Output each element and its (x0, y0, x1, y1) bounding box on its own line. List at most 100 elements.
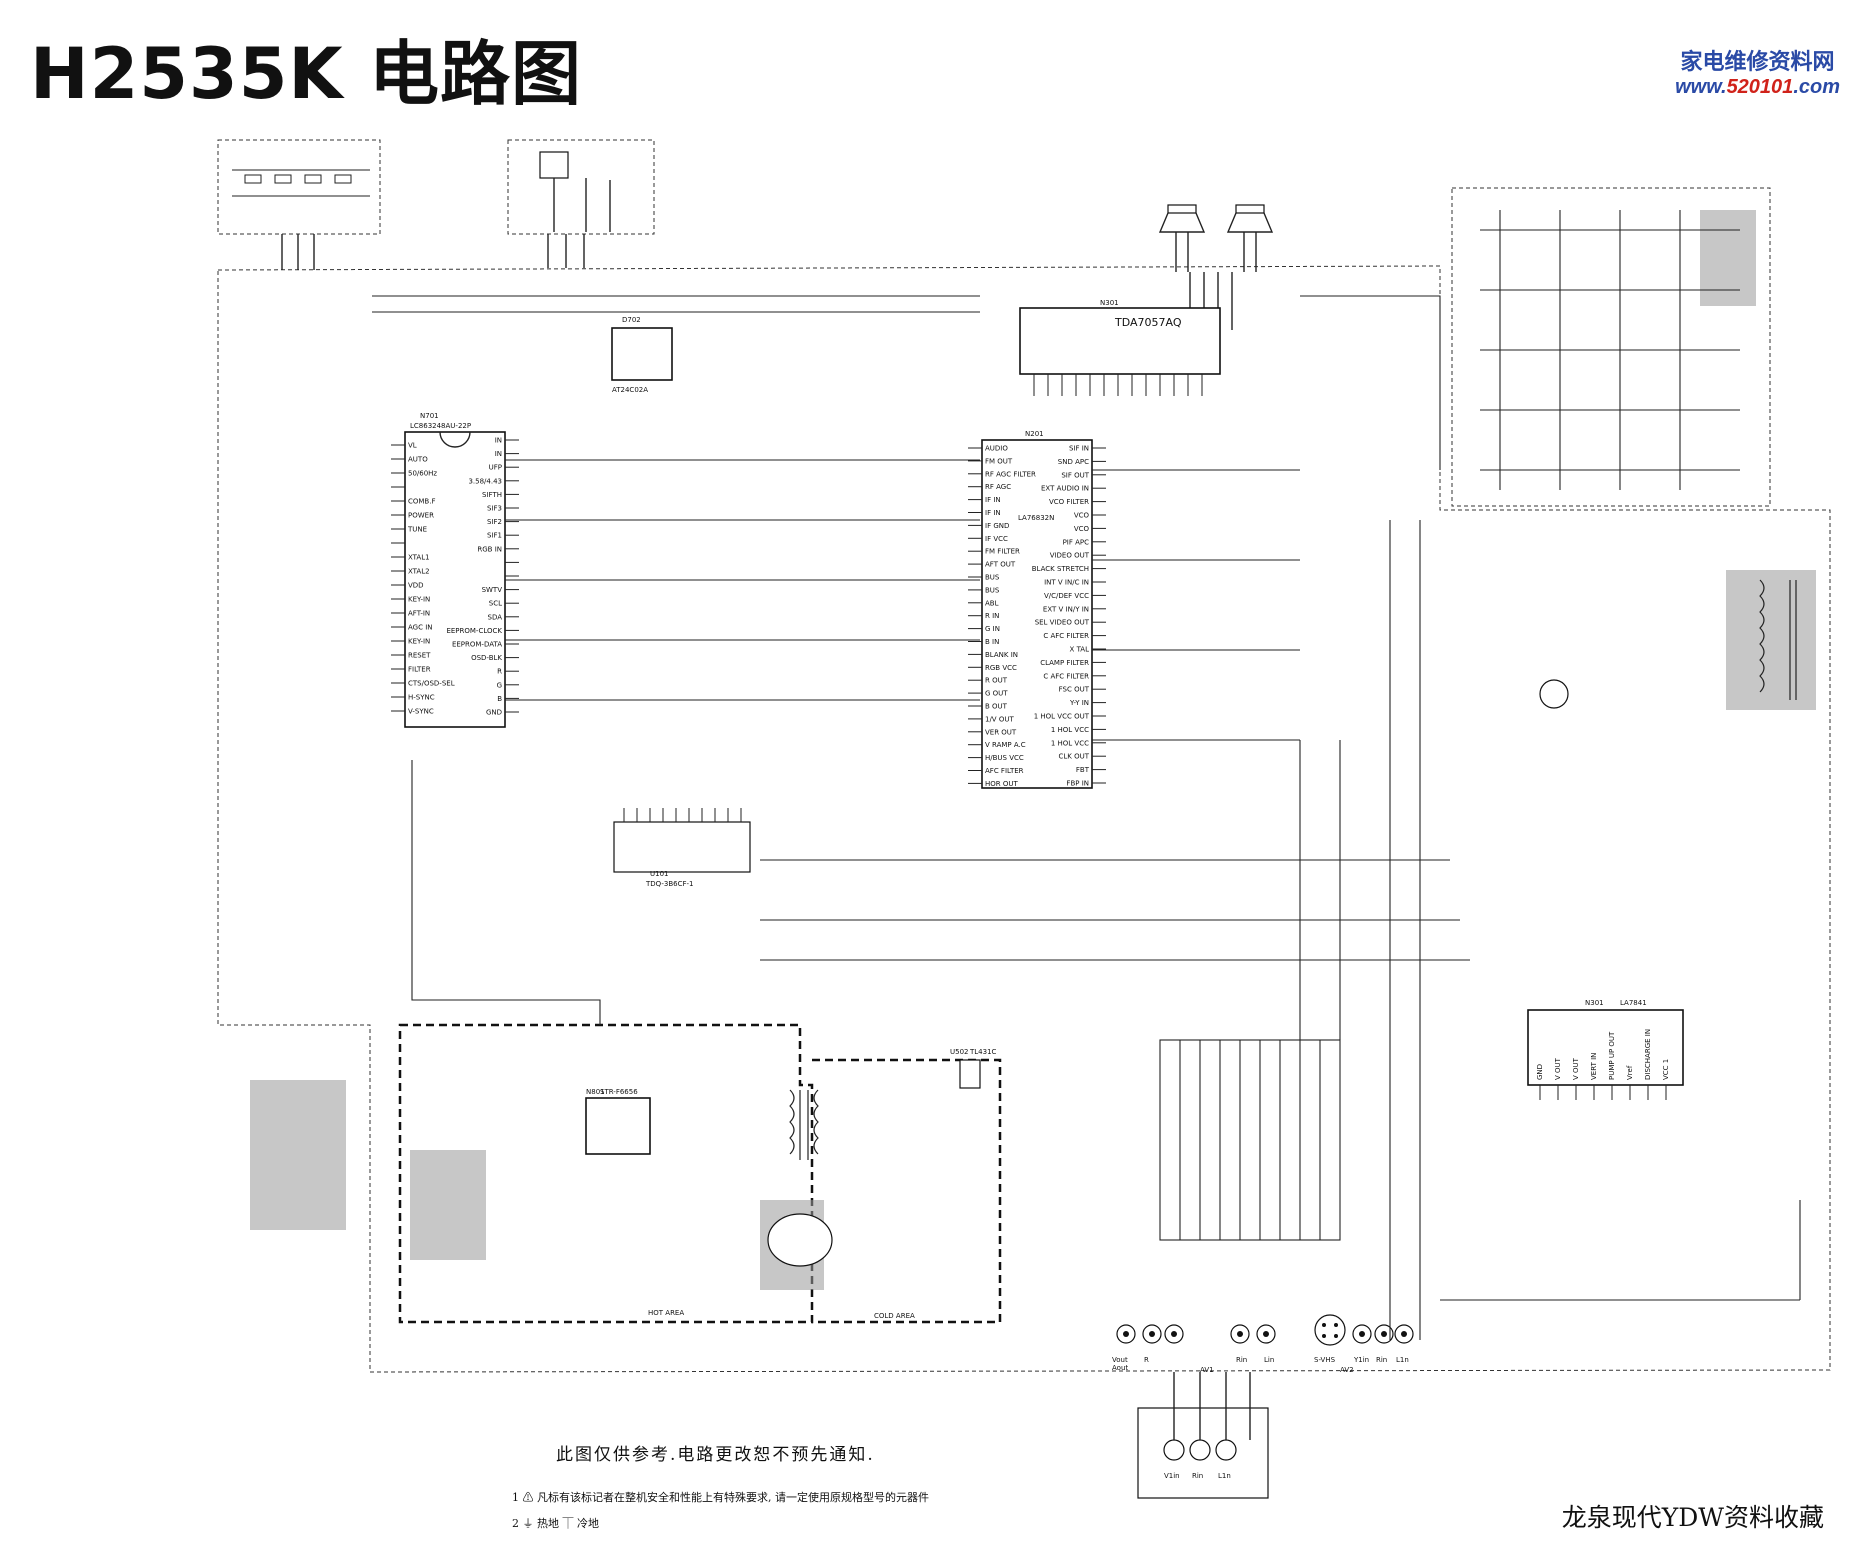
av-switch-board (1159, 1039, 1341, 1241)
eeprom-ref: D702 (622, 316, 641, 324)
ic-pin-label: VCO (1074, 512, 1090, 520)
mains-input-shading (250, 1080, 346, 1230)
ic-pin-label: H-SYNC (408, 694, 435, 702)
ic-pin-label: 50/60Hz (408, 470, 437, 478)
regulator-ref: U502 (950, 1048, 968, 1056)
vertical-ic-ref: N301 (1585, 999, 1604, 1007)
safety-note: 1 ⚠ 凡标有该标记者在整机安全和性能上有特殊要求, 请一定使用原规格型号的元器… (512, 1491, 929, 1504)
svg-text:Y1in: Y1in (1353, 1356, 1369, 1364)
ic-pin-label: AFT OUT (985, 561, 1016, 569)
svg-text:L1n: L1n (1396, 1356, 1409, 1364)
ic-pin-label: G OUT (985, 690, 1008, 698)
ic-pin-label: GND (486, 709, 502, 717)
rca-jack-center (1401, 1331, 1407, 1337)
ic-pin-label: C AFC FILTER (1043, 632, 1089, 640)
svg-text:V1in: V1in (1164, 1472, 1180, 1480)
ic-pin-label: BUS (985, 574, 1000, 582)
left-speaker (1158, 204, 1206, 272)
ic-pin-label: INT V IN/C IN (1044, 579, 1089, 587)
crt-board-wiring (1480, 210, 1740, 490)
ic-pin-label: G IN (985, 625, 1000, 633)
ic-pin-label: CLAMP FILTER (1040, 659, 1089, 667)
rca-jack-center (1123, 1331, 1129, 1337)
svg-text:R: R (1144, 1356, 1149, 1364)
ic-pin-label: 1 HOL VCC (1051, 726, 1089, 734)
ic-pin-label: VCC 1 (1662, 1059, 1670, 1080)
ic-pin-label: AFC FILTER (985, 767, 1024, 775)
ic-pin-label: AUDIO (985, 445, 1008, 453)
ic-pin-label: FSC OUT (1059, 686, 1090, 694)
ic-pin-label: VDD (408, 582, 424, 590)
ic-pin-label: KEY-IN (408, 596, 430, 604)
ic-pin-label: IF VCC (985, 535, 1008, 543)
ic-pin-label: PIF APC (1063, 538, 1090, 546)
tuner-ref: U101 (650, 870, 668, 878)
ic-pin-label: IF IN (985, 496, 1001, 504)
cpu-part: LC863248AU-22P (410, 422, 471, 430)
svg-text:Rin: Rin (1236, 1356, 1247, 1364)
ic-pin-label: OSD-BLK (471, 654, 502, 662)
rectifier-shading (410, 1150, 486, 1260)
audio-amp-ic-body (1019, 307, 1221, 375)
eeprom-ic-body (611, 327, 673, 381)
ic-pin-label: RF AGC (985, 483, 1011, 491)
ic-pin-label: 1 HOL VCC OUT (1034, 713, 1090, 721)
ic-pin-label: VER OUT (985, 728, 1017, 736)
rca-jack-center (1359, 1331, 1365, 1337)
ic-pin-label: B OUT (985, 703, 1008, 711)
svg-text:AV1: AV1 (1200, 1366, 1214, 1374)
ic-pin-label: R OUT (985, 677, 1008, 685)
ic-pin-label: BUS (985, 586, 1000, 594)
regulator-body (959, 1059, 981, 1089)
flyback-coils (1759, 579, 1797, 700)
diagram-title: H2535K 电路图 (30, 33, 583, 115)
ic-pin-label: SIF OUT (1061, 471, 1089, 479)
transformer-coils (789, 1089, 819, 1160)
ic-pin-label: BLANK IN (985, 651, 1018, 659)
ic-pin-label: KEY-IN (408, 638, 430, 646)
ir-board-outline (507, 139, 655, 235)
svhs-jack (1314, 1314, 1346, 1346)
watermark: 家电维修资料网 www.520101.com (1675, 44, 1840, 99)
regulator-part: TL431C (969, 1048, 997, 1056)
ic-pin-label: SIFTH (482, 491, 502, 499)
rca-jack-center (1381, 1331, 1387, 1337)
ic-pin-label: COMB.F (408, 498, 436, 506)
ic-pin-label: 3.58/4.43 (468, 477, 502, 485)
tuner-pins (623, 808, 742, 822)
ic-pin-label: CLK OUT (1058, 753, 1089, 761)
ic-pin-label: SIF3 (487, 505, 502, 513)
hot-area-boundary (398, 1023, 814, 1324)
ic-pin-label: RGB IN (477, 545, 502, 553)
collection-credit: 龙泉现代YDW资料收藏 (1561, 1503, 1824, 1532)
svg-text:L1n: L1n (1218, 1472, 1231, 1480)
ic-pin-label: FM FILTER (985, 548, 1020, 556)
switching-ic-body (585, 1097, 651, 1155)
ic-pin-label: Y-Y IN (1069, 699, 1089, 707)
ic-pin-label: V RAMP A.C (985, 741, 1026, 749)
ic-pin-label: HOR OUT (985, 780, 1018, 788)
ic-pin-label: R IN (985, 612, 999, 620)
ic-pin-label: V OUT (1554, 1057, 1562, 1080)
eeprom-part: AT24C02A (612, 386, 648, 394)
rear-jack-labels: Vout Aout R Rin Lin S-VHS Y1in Rin L1n A… (1112, 1356, 1409, 1374)
cpu-ref: N701 (420, 412, 439, 420)
crt-board-outline (1451, 187, 1771, 507)
rca-jack-center (1237, 1331, 1243, 1337)
watermark-url-prefix: www. (1675, 76, 1727, 98)
switching-ic-part: STR-F6656 (600, 1088, 638, 1096)
ic-pin-label: V-SYNC (408, 708, 434, 716)
ic-pin-label: R (497, 668, 502, 676)
ic-pin-label: DISCHARGE IN (1644, 1029, 1652, 1080)
right-speaker (1226, 204, 1274, 272)
jungle-part: LA76832N (1018, 514, 1054, 522)
ic-pin-label: VL (408, 442, 417, 450)
ic-pin-label: FILTER (408, 666, 431, 674)
rca-jack-center (1149, 1331, 1155, 1337)
ic-pin-label: UFP (489, 464, 502, 472)
flyback-shading (1726, 570, 1816, 710)
ic-pin-label: RGB VCC (985, 664, 1017, 672)
ic-pin-label: EXT AUDIO IN (1041, 485, 1089, 493)
ic-pin-label: IF GND (985, 522, 1009, 530)
ic-pin-label: XTAL2 (408, 568, 430, 576)
